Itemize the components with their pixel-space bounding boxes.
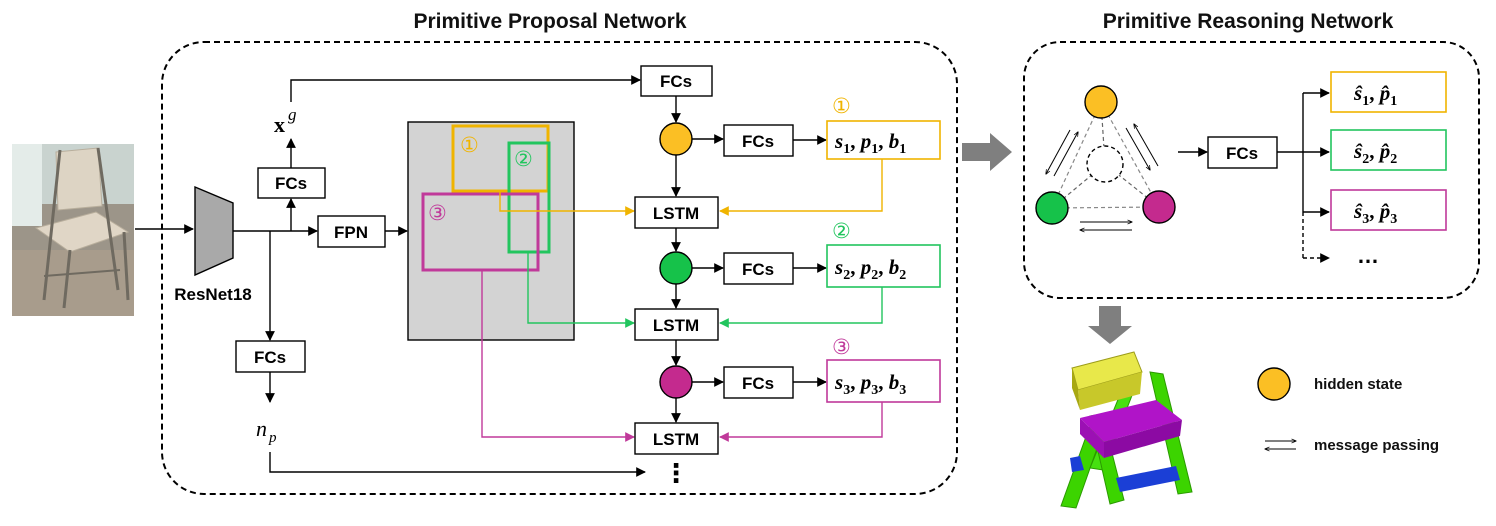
proposal-network-container [161,41,958,495]
fcs-label-1: FCs [742,132,774,151]
global-feature-xg: x g [274,105,297,137]
hidden-state-3 [659,365,693,399]
graph-node-hidden-center [1086,145,1124,183]
lstm-label-1: LSTM [653,204,699,223]
assembled-3d-chair [1060,351,1193,509]
output-marker-2: ② [832,220,851,243]
proposal-marker-1: ① [460,134,479,157]
top-fcs-label: FCs [660,72,692,91]
proposal-marker-2: ② [514,148,533,171]
global-fcs-label: FCs [275,174,307,193]
lstm-box-3 [634,422,719,455]
svg-text:g: g [288,105,297,124]
reasoning-network-container [1023,41,1480,299]
roi-link-3 [481,270,635,442]
arrow-xg-to-top-fcs [290,75,641,102]
output-marker-1: ① [832,95,851,118]
lstm-label-3: LSTM [653,430,699,449]
graph-node-magenta [1142,190,1176,224]
arrow-np-to-ellipsis [269,452,646,477]
proposal-marker-3: ③ [428,202,447,225]
reasoning-fcs-label: FCs [1226,144,1258,163]
legend-hidden-state-label: hidden state [1314,376,1402,393]
refined-text-1: ŝ1, p̂1 [1353,81,1397,109]
legend-hidden-state-icon [1257,367,1291,401]
proposal-box-3 [421,192,540,272]
output-text-3: s3, p3, b3 [834,370,906,398]
fcs-box-1 [723,124,794,157]
refined-ellipsis: … [1357,243,1379,268]
proposal-box-2 [507,141,551,254]
graph-node-green [1035,191,1069,225]
reasoning-fcs-box [1207,136,1278,169]
refined-box-2 [1330,129,1447,171]
hidden-state-1 [659,122,693,156]
feedback-link-3 [719,402,883,442]
legend-message-passing-icon [1265,441,1296,449]
graph-node-yellow [1084,85,1118,119]
output-text-2: s2, p2, b2 [834,255,906,283]
fcs-label-2: FCs [742,260,774,279]
gray-arrow-down [1088,306,1132,344]
top-fcs-box [640,65,713,97]
chain-continuation-ellipsis: ⋮ [663,458,689,488]
resnet18-encoder [194,185,234,277]
input-chair-photo [12,144,134,316]
output-marker-3: ③ [832,336,851,359]
output-box-3 [826,359,941,403]
output-box-1 [826,120,941,160]
fcs-label-3: FCs [742,374,774,393]
global-fcs-box [257,167,326,199]
feature-map-panel [407,121,575,341]
count-fcs-label: FCs [254,348,286,367]
svg-text:x: x [274,112,285,137]
fcs-box-2 [723,252,794,285]
refined-box-3 [1330,189,1447,231]
feedback-link-1 [719,159,883,216]
hidden-state-2 [659,251,693,285]
legend-message-passing-label: message passing [1314,437,1439,454]
reasoning-network-title: Primitive Reasoning Network [1103,10,1394,33]
refined-box-1 [1330,71,1447,113]
roi-link-1 [499,191,635,216]
gray-arrow-right [962,133,1012,171]
feedback-link-2 [719,287,883,328]
proposal-network-title: Primitive Proposal Network [413,10,686,33]
output-text-1: s1, p1, b1 [834,129,906,157]
count-fcs-box [235,340,306,373]
primitive-graph [1035,85,1176,230]
refined-text-2: ŝ2, p̂2 [1353,139,1397,167]
lstm-box-1 [634,196,719,229]
lstm-label-2: LSTM [653,316,699,335]
svg-text:p: p [268,430,277,446]
fpn-label: FPN [334,223,368,242]
primitive-count-np: n p [256,416,277,446]
resnet18-label: ResNet18 [174,285,252,304]
roi-link-2 [527,252,635,328]
output-box-2 [826,244,941,288]
svg-text:n: n [256,416,267,441]
refined-text-3: ŝ3, p̂3 [1353,199,1397,227]
